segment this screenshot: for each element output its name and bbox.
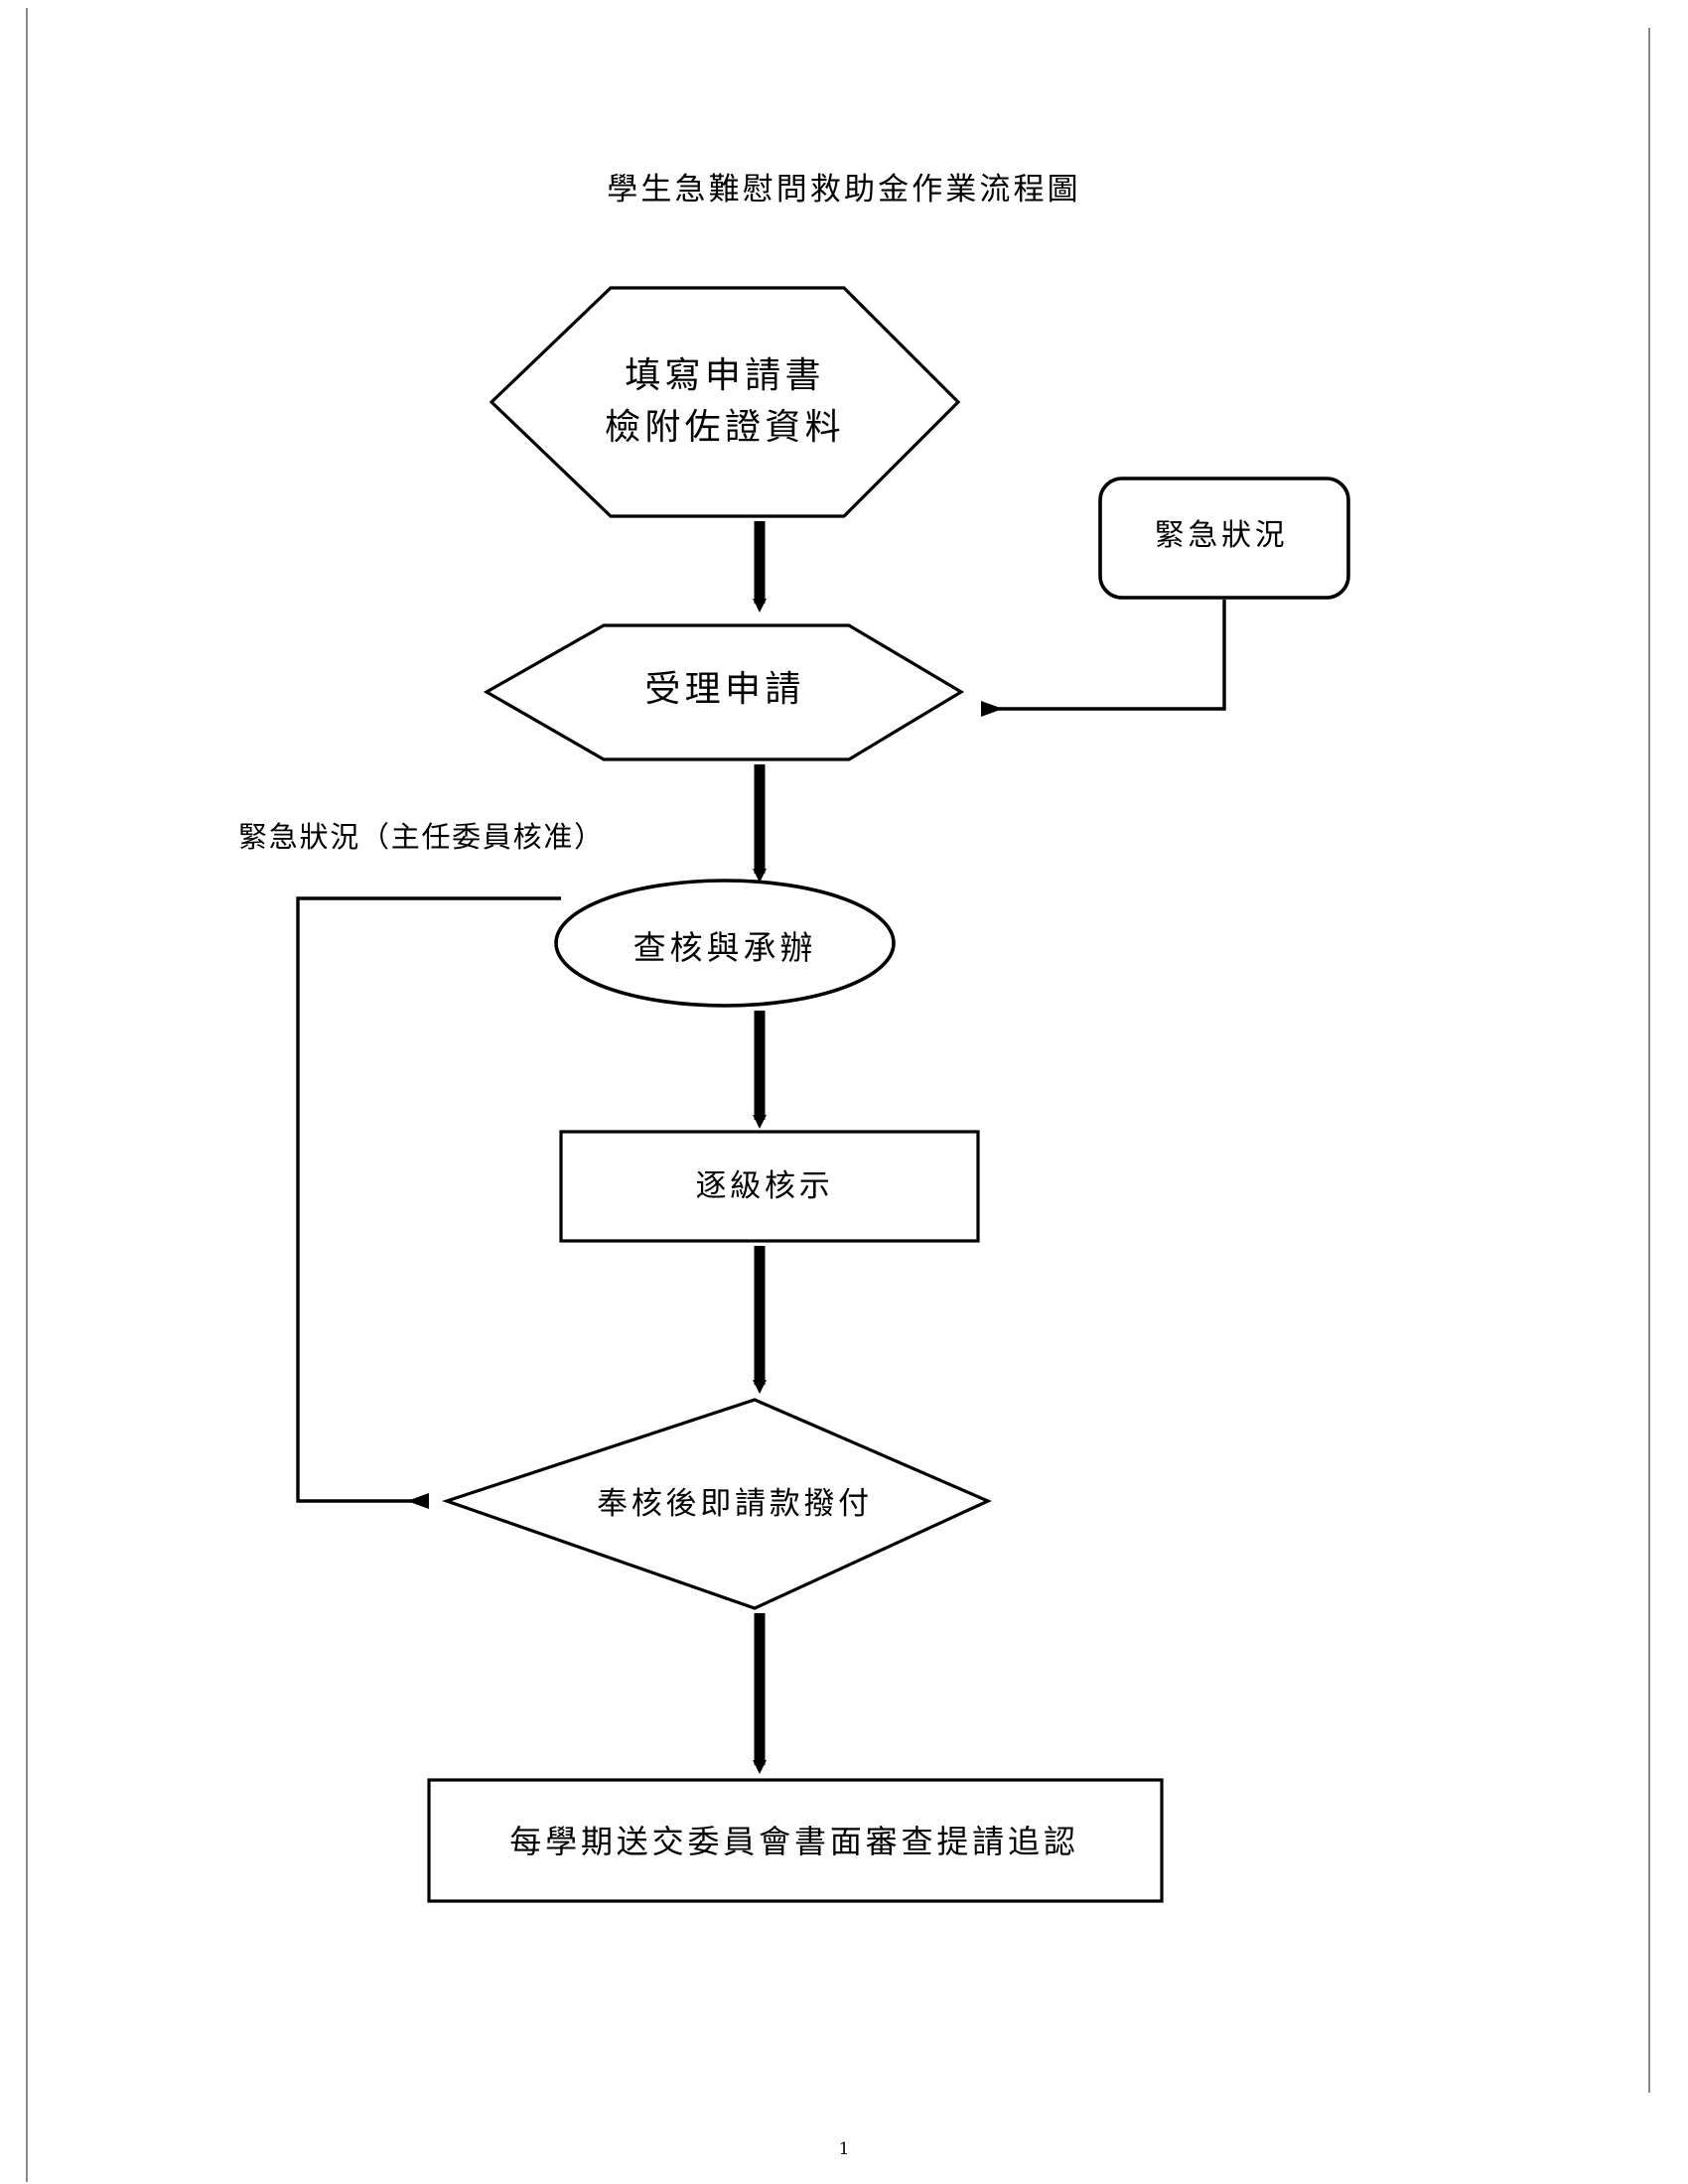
edge-label-emergency-bypass: 緊急狀況（主任委員核准） <box>238 820 605 854</box>
node-emergency-note <box>1098 477 1350 600</box>
edge-emergency-bypass <box>296 896 561 1509</box>
page-number: 1 <box>838 2139 850 2159</box>
edge-emergency-to-accept <box>981 600 1226 717</box>
node-review-handle <box>554 879 896 1008</box>
scan-edge-right <box>1648 28 1650 2093</box>
node-semester-report <box>427 1778 1164 1903</box>
node-disbursement <box>442 1398 992 1610</box>
scan-edge-left <box>26 8 28 2182</box>
node-apply-form <box>489 286 961 518</box>
node-tiered-approval <box>559 1130 980 1243</box>
page-title: 學生急難慰問救助金作業流程圖 <box>607 172 1081 207</box>
node-accept-application <box>483 623 965 761</box>
